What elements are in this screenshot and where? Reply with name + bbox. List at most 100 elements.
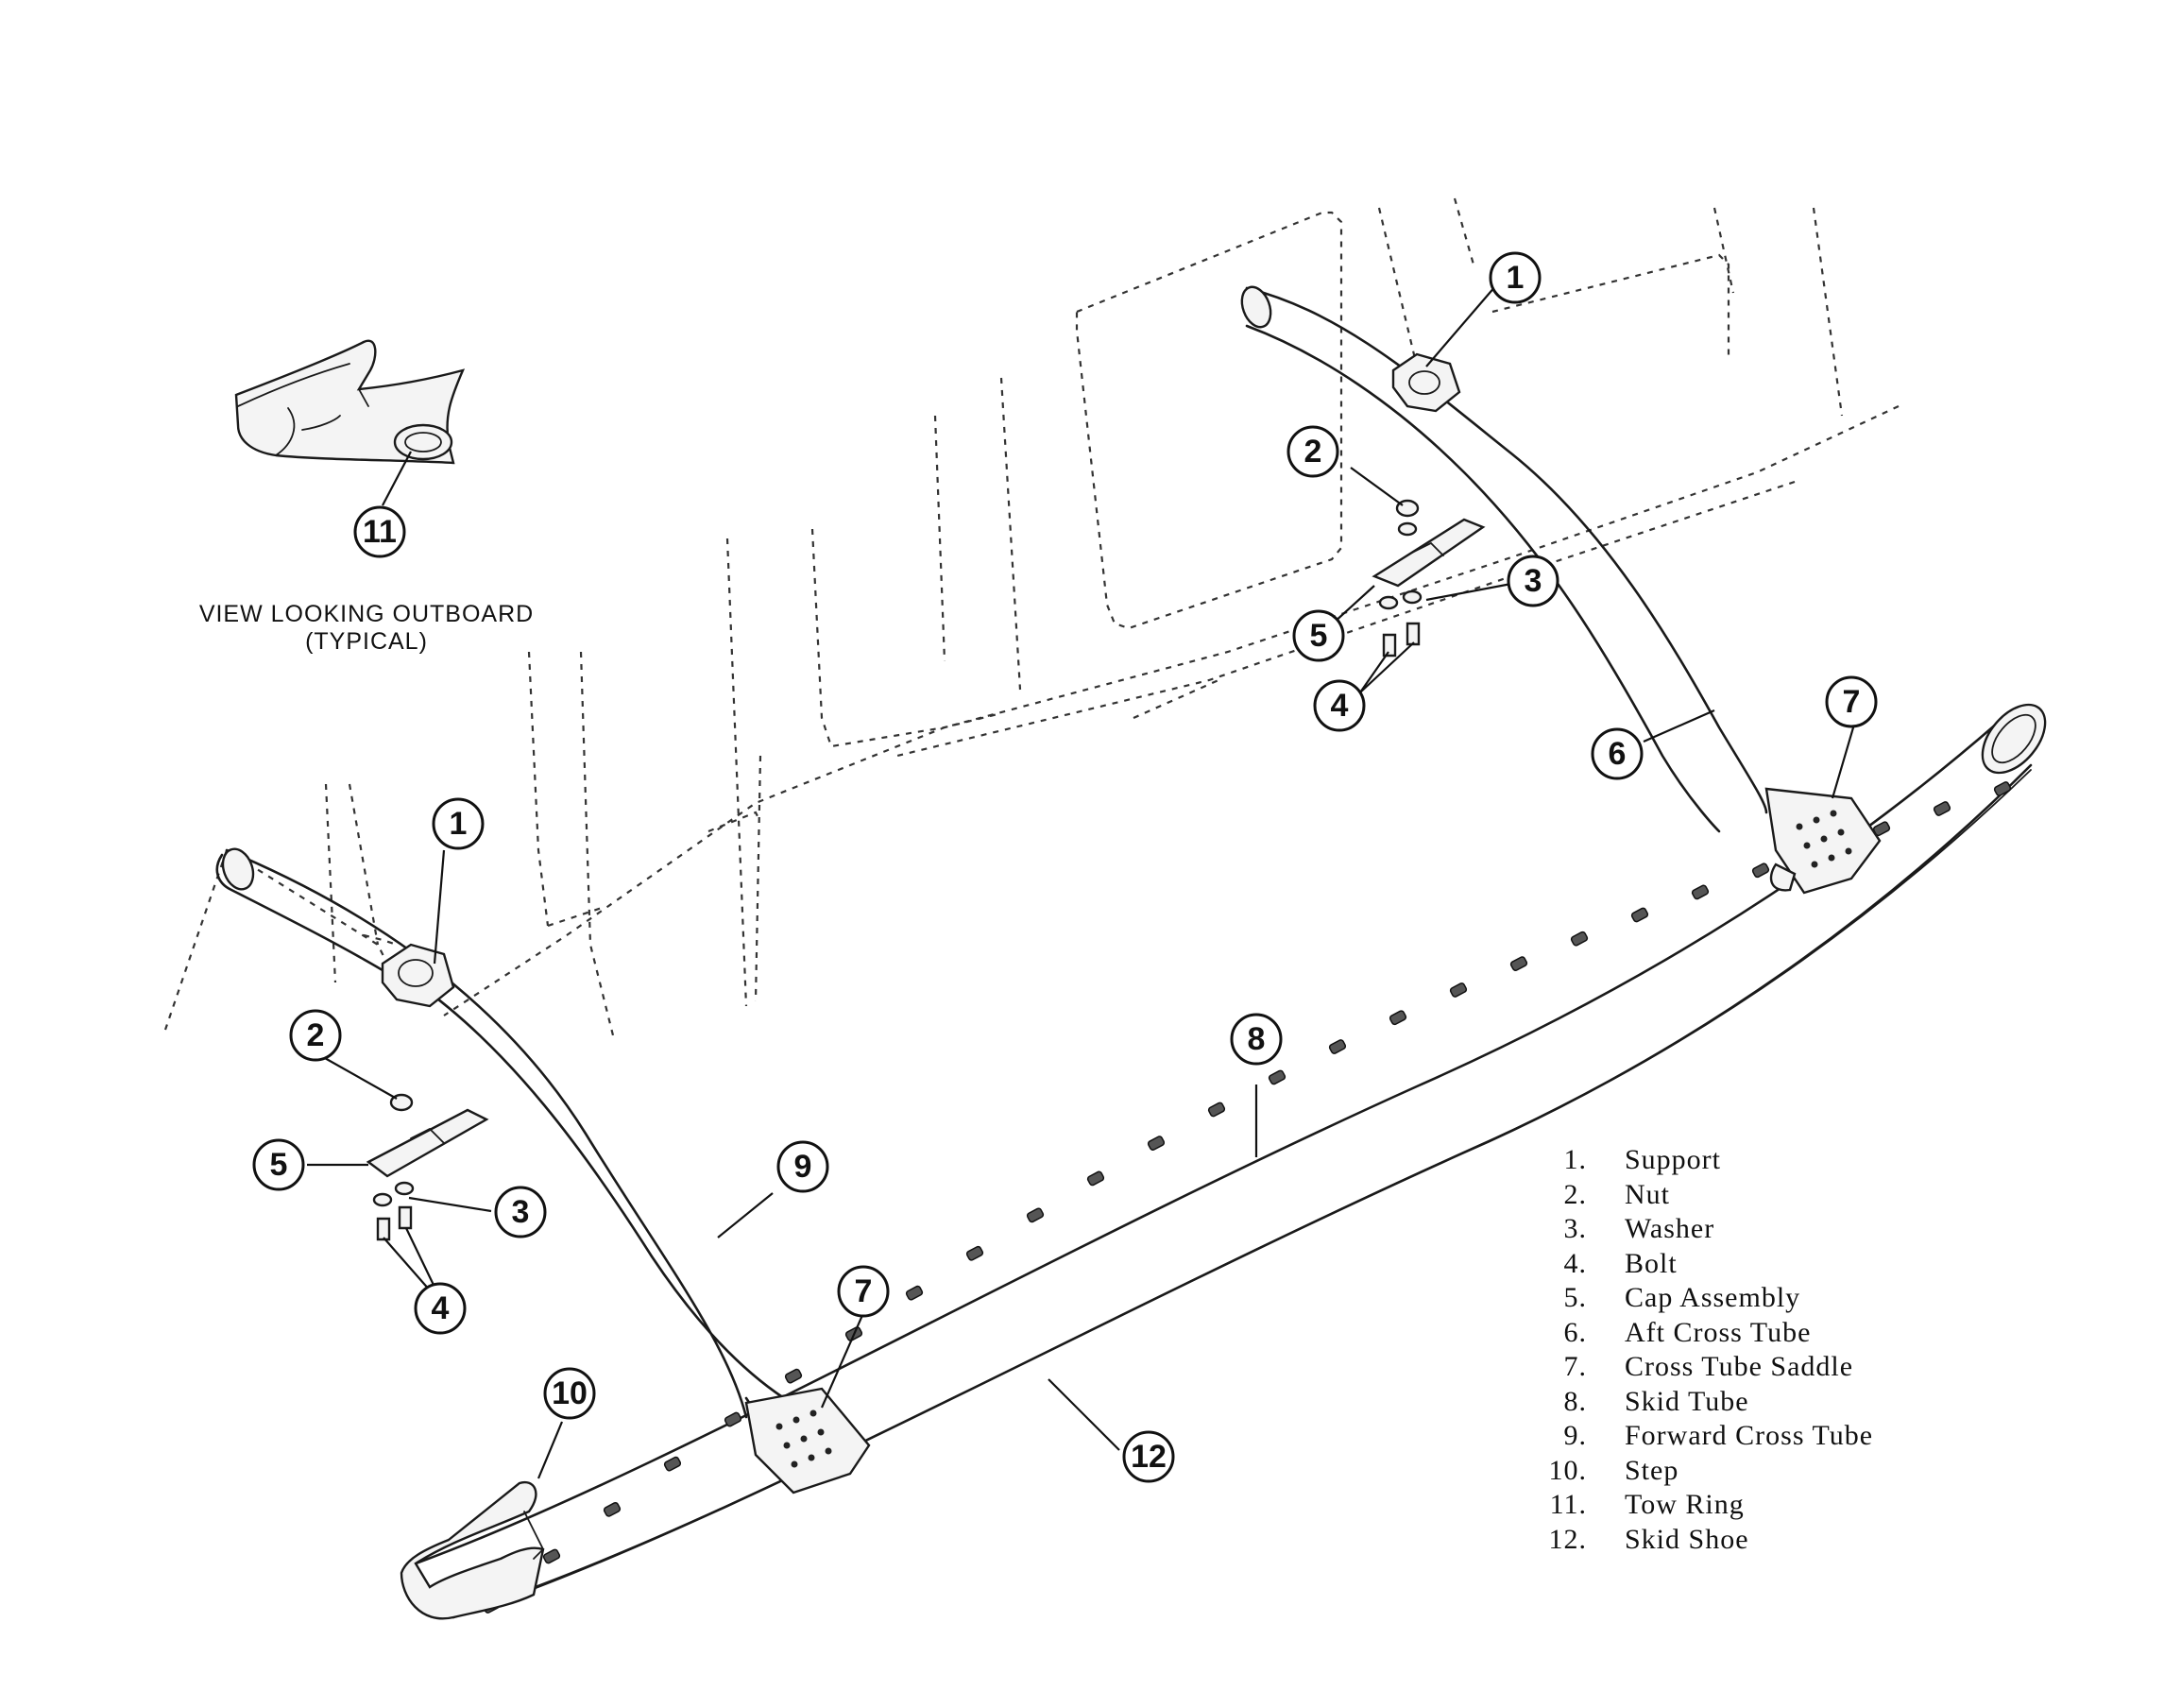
legend-item-number: 7. [1563,1351,1587,1382]
rivet [1820,835,1828,843]
legend-item: 10. Step [1521,1454,2012,1489]
skid-shoe-plate [965,1245,984,1261]
skid-shoe-plate [1751,863,1770,879]
callout-9: 9 [776,1140,829,1193]
rivet [1830,810,1837,817]
cap-assembly-forward [366,1108,489,1178]
legend-item-name: Skid Tube [1625,1385,1749,1417]
rivet [808,1454,815,1461]
rivet [1811,861,1818,868]
legend-item: 6. Aft Cross Tube [1521,1316,2012,1351]
svg-text:5: 5 [1310,618,1328,654]
svg-text:9: 9 [794,1149,812,1185]
svg-text:2: 2 [307,1017,325,1053]
support-aft [1391,352,1461,413]
rivet [817,1428,825,1436]
legend-item-number: 11. [1549,1489,1587,1520]
skid-shoe-plate [1993,781,2012,796]
skid-shoe-plate [1630,907,1649,923]
svg-text:5: 5 [270,1147,288,1183]
svg-text:4: 4 [432,1290,450,1326]
legend-item-name: Forward Cross Tube [1625,1420,1874,1451]
callout-3-aft: 3 [1507,555,1559,607]
svg-text:10: 10 [552,1375,588,1411]
rivet [1813,816,1820,824]
legend-item-number: 3. [1563,1213,1587,1244]
callout-3-forward: 3 [494,1186,547,1238]
skid-shoe-plate [1389,1010,1407,1026]
rivet [809,1409,817,1417]
svg-text:3: 3 [512,1194,530,1230]
skid-shoe-plate [1026,1207,1045,1223]
callout-11: 11 [353,505,406,558]
callout-2-aft: 2 [1286,425,1339,478]
svg-text:2: 2 [1304,434,1322,470]
svg-text:4: 4 [1331,688,1349,724]
legend-item-name: Skid Shoe [1625,1523,1749,1555]
skid-shoe-plate [1691,884,1710,900]
skid-shoe-plate [784,1368,803,1384]
skid-shoe-plate [905,1285,924,1301]
skid-shoe-plate [1933,801,1951,816]
skid-shoe-plate [1570,931,1589,947]
svg-text:12: 12 [1131,1439,1167,1475]
legend-item-number: 9. [1563,1420,1587,1451]
rivet [800,1435,808,1443]
legend-item: 2.Nut [1521,1178,2012,1213]
legend-item-name: Nut [1625,1178,1670,1210]
rivet [825,1447,832,1455]
skid-shoe-plate [1207,1102,1226,1118]
rivet [1796,823,1803,830]
legend-item: 11. Tow Ring [1521,1488,2012,1523]
rivet [775,1423,783,1430]
legend-item-name: Bolt [1625,1247,1678,1279]
callout-1-aft: 1 [1489,251,1542,304]
svg-text:8: 8 [1248,1021,1266,1057]
legend-item: 8.Skid Tube [1521,1385,2012,1420]
callout-10: 10 [543,1367,596,1420]
callout-4-aft: 4 [1313,679,1366,732]
legend-item-number: 5. [1563,1282,1587,1313]
legend-item: 4. Bolt [1521,1247,2012,1282]
legend-item-name: Tow Ring [1625,1489,1745,1520]
fuselage-phantom-outline [163,197,1900,1040]
callout-6: 6 [1591,727,1644,780]
aft-cross-tube [1240,285,1768,833]
callout-8: 8 [1230,1013,1283,1066]
cross-tube-saddle-aft [1764,787,1882,895]
legend-item-number: 4. [1563,1247,1587,1279]
inset-caption-line2: (TYPICAL) [305,628,428,655]
inset-caption-line1: VIEW LOOKING OUTBOARD [199,601,534,627]
callout-5-aft: 5 [1292,609,1345,662]
skid-shoe-plate [1509,956,1528,971]
legend-item-number: 12. [1548,1523,1587,1555]
washers-bolts-forward [372,1181,415,1241]
legend-item: 9. Forward Cross Tube [1521,1419,2012,1454]
skid-shoe-plate [1328,1039,1347,1054]
legend-item-number: 10. [1548,1454,1587,1486]
callout-7-aft: 7 [1825,675,1878,728]
skid-shoe-plate [603,1501,622,1517]
cap-assembly-aft [1372,518,1486,588]
skid-shoe-plate [1086,1170,1105,1187]
svg-text:7: 7 [1843,684,1861,720]
legend-item-name: Cross Tube Saddle [1625,1351,1854,1382]
tow-ring [393,423,453,461]
legend-item-name: Cap Assembly [1625,1282,1801,1313]
callout-7-forward: 7 [837,1265,890,1318]
rivet [792,1416,800,1424]
legend-item-name: Step [1625,1454,1679,1486]
callout-4-forward: 4 [414,1282,467,1335]
rivet [791,1460,798,1468]
legend-item: 3.Washer [1521,1212,2012,1247]
skid-shoe-plate [1147,1136,1166,1151]
legend-item: 12. Skid Shoe [1521,1523,2012,1558]
legend-item-name: Support [1625,1144,1722,1175]
skid-shoe-plate [1268,1069,1286,1085]
legend-item-number: 6. [1563,1316,1587,1348]
legend-item: 1.Support [1521,1143,2012,1178]
legend-item-name: Aft Cross Tube [1625,1316,1812,1348]
washers-bolts-aft [1378,589,1423,658]
